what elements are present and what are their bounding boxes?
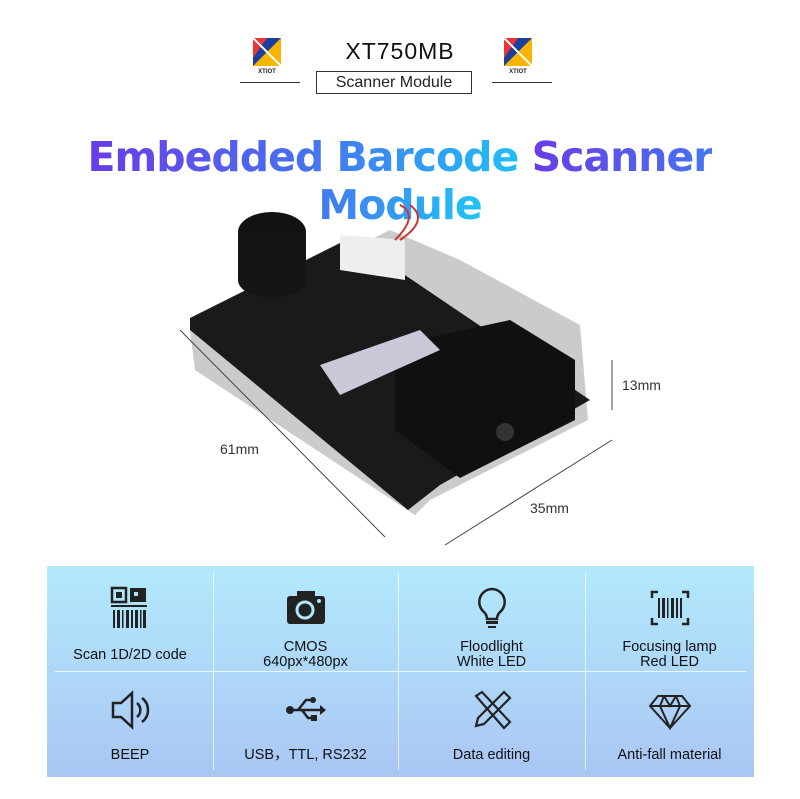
feature-interfaces: USB，TTL, RS232 <box>213 688 398 763</box>
svg-text:XTIOT: XTIOT <box>509 69 527 74</box>
feature-focus: Focusing lamp Red LED <box>585 586 754 670</box>
feature-label: Scan 1D/2D code <box>73 647 187 663</box>
divider <box>492 82 552 83</box>
feature-label: Focusing lamp <box>622 639 717 655</box>
feature-anti-fall: Anti-fall material <box>585 688 754 763</box>
width-label: 35mm <box>530 500 569 516</box>
feature-sublabel: Red LED <box>640 654 699 670</box>
feature-label: Floodlight <box>460 639 523 655</box>
feature-label: USB，TTL, RS232 <box>244 747 367 763</box>
brand-logo: XTIOT <box>503 38 533 74</box>
camera-icon <box>286 591 325 624</box>
divider <box>240 82 300 83</box>
feature-label: Data editing <box>452 747 531 763</box>
barcode-scan-icon <box>650 590 689 626</box>
feature-label: BEEP <box>110 747 150 763</box>
length-label: 61mm <box>220 441 259 457</box>
feature-floodlight: Floodlight White LED <box>398 586 585 670</box>
feature-beep: BEEP <box>47 688 213 763</box>
model-name: XT750MB <box>345 38 455 64</box>
diamond-icon <box>648 695 691 731</box>
feature-sublabel: White LED <box>456 654 527 670</box>
feature-scan: Scan 1D/2D code <box>47 586 213 663</box>
ruler-pencil-icon <box>473 690 512 730</box>
qr-barcode-icon <box>110 586 147 628</box>
height-label: 13mm <box>622 377 661 393</box>
svg-text:XTIOT: XTIOT <box>258 69 276 74</box>
scanner-module-photo <box>179 204 613 546</box>
brand-logo: XTIOT <box>252 38 282 74</box>
feature-cmos: CMOS 640px*480px <box>213 586 398 670</box>
feature-label: CMOS <box>283 639 328 655</box>
speaker-icon <box>111 690 150 730</box>
lightbulb-icon <box>477 587 506 628</box>
features-panel: Scan 1D/2D code CMOS 640px*480px Floodli… <box>47 566 754 777</box>
feature-data-editing: Data editing <box>398 688 585 763</box>
feature-label: Anti-fall material <box>617 747 722 763</box>
feature-sublabel: 640px*480px <box>263 654 348 670</box>
subtitle-box: Scanner Module <box>316 71 472 94</box>
usb-icon <box>285 697 326 721</box>
